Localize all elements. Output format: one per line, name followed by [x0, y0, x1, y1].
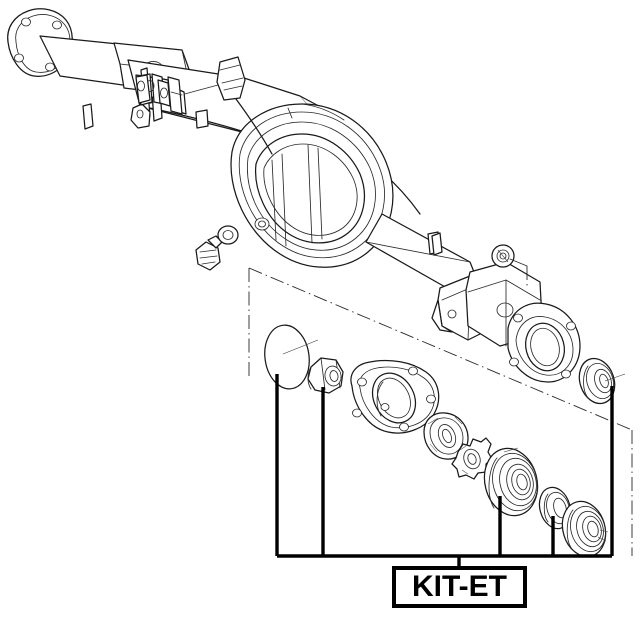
backing-plate-flange [350, 359, 440, 434]
kit-label-text: KIT-ET [412, 570, 507, 603]
section-centerline [248, 267, 633, 556]
u-bracket [167, 76, 183, 115]
hub-nut [307, 357, 344, 394]
lock-nut [423, 412, 469, 460]
axle-end-flange-right [507, 302, 581, 383]
drain-plug [195, 235, 223, 271]
differential-carrier [230, 103, 394, 268]
oil-seal-cover-plate [264, 324, 319, 390]
hub-bolt [491, 244, 528, 268]
breather-plug [216, 56, 273, 155]
end-bearing-race [578, 357, 626, 405]
lock-washer [451, 437, 493, 480]
leader-lines [275, 374, 614, 568]
kit-label-box: KIT-ET [392, 566, 527, 608]
drain-washer [217, 225, 239, 245]
inner-wheel-bearing [483, 447, 539, 517]
axle-housing-assembly [7, 8, 581, 383]
